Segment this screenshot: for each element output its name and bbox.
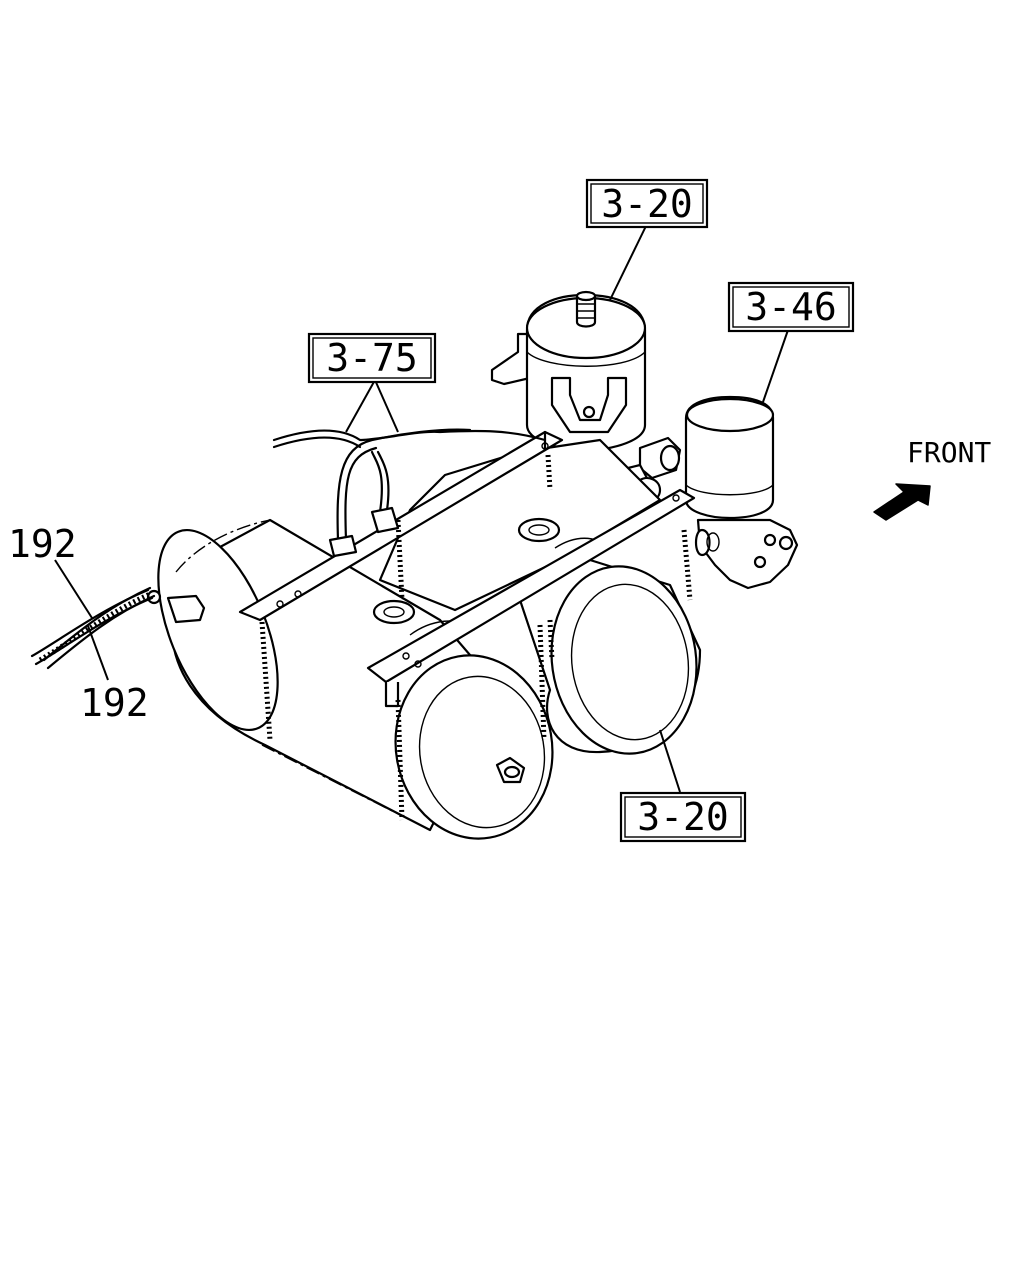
air-pipes [272, 428, 547, 558]
lower-air-tank [518, 558, 702, 755]
tank-frame [238, 430, 696, 821]
callout-dryer[interactable]: 3-46 [727, 281, 855, 333]
upper-air-tank [490, 290, 647, 468]
callout-top-tank-label: 3-20 [601, 182, 693, 226]
front-direction-arrow-icon [873, 483, 931, 521]
callout-bottom-tank[interactable]: 3-20 [619, 791, 747, 843]
callout-top-tank[interactable]: 3-20 [585, 178, 709, 229]
leader-lines [54, 225, 789, 793]
front-direction-label: FRONT [907, 436, 991, 469]
callout-pipes[interactable]: 3-75 [307, 332, 437, 384]
front-tank-end [394, 654, 554, 840]
callout-pipes-label: 3-75 [326, 336, 418, 380]
callout-dryer-label: 3-46 [745, 285, 837, 329]
hose-assembly [30, 586, 156, 670]
hose-label-upper[interactable]: 192 [8, 522, 77, 566]
callout-bottom-tank-label: 3-20 [637, 795, 729, 839]
hose-label-lower[interactable]: 192 [80, 681, 149, 725]
